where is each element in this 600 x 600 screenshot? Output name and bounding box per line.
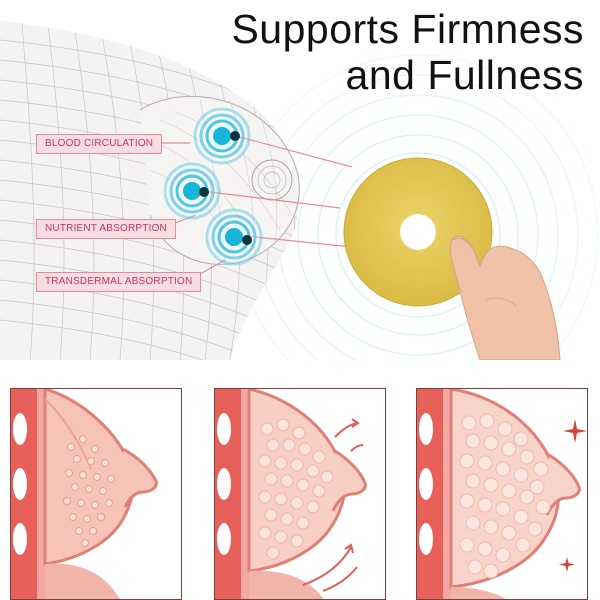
stage-1-artwork (11, 389, 158, 599)
pulse-icon (202, 205, 266, 269)
sparkle-icon (563, 419, 587, 443)
growth-arrow-icon (334, 418, 364, 452)
stage-2-artwork (215, 389, 367, 599)
hero-illustration: Supports Firmness and Fullness BLOOD CIR… (0, 6, 599, 360)
label-transdermal-absorption: TRANSDERMAL ABSORPTION (36, 272, 202, 292)
sparkle-icon (559, 557, 575, 572)
label-blood-circulation: BLOOD CIRCULATION (36, 134, 163, 154)
label-nutrient-absorption: NUTRIENT ABSORPTION (36, 219, 176, 239)
stage-3-artwork (417, 389, 587, 599)
headline-line-2: and Fullness (345, 52, 584, 98)
headline: Supports Firmness and Fullness (231, 6, 584, 98)
stage-panel-1 (10, 388, 182, 600)
stage-panel-3 (416, 388, 588, 600)
hand-illustration (449, 235, 561, 360)
pulse-icon (190, 104, 254, 168)
stage-panel-2 (214, 388, 386, 600)
stage-panels (0, 380, 600, 600)
headline-line-1: Supports Firmness (231, 6, 584, 52)
pulse-icon (160, 159, 224, 223)
growth-arrow-icon (302, 543, 358, 592)
